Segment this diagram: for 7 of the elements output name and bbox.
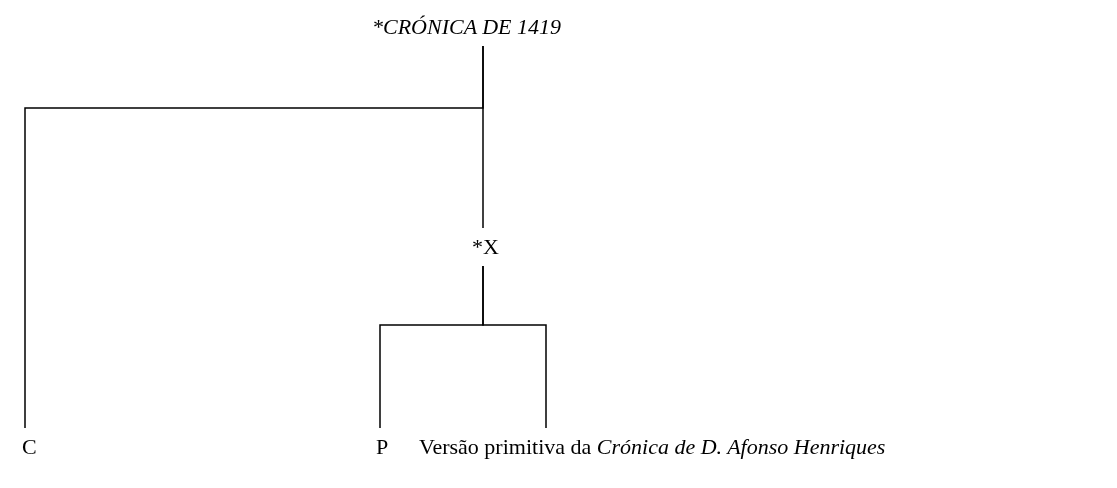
tree-connector: [482, 265, 547, 429]
node-label: Versão primitiva da Crónica de D. Afonso Henriques: [419, 434, 886, 459]
node-label: P: [376, 434, 389, 459]
node-label: *CRÓNICA DE 1419: [372, 14, 562, 39]
node-label: C: [22, 434, 37, 459]
tree-connector: [482, 45, 484, 229]
node-label: *X: [472, 234, 499, 259]
